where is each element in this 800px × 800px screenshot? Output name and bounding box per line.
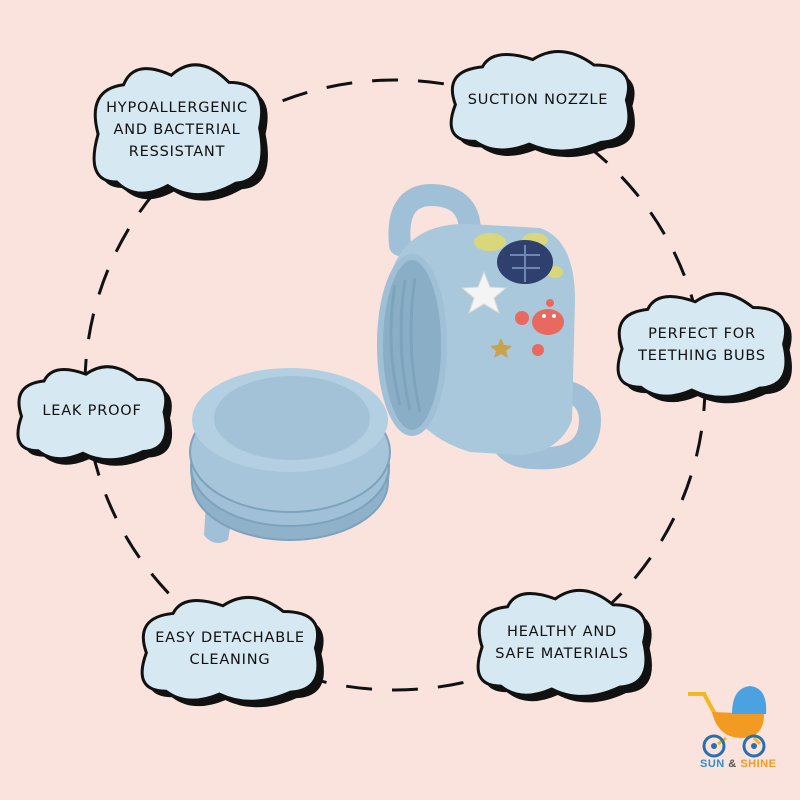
feature-leak-proof: LEAK PROOF — [42, 403, 142, 419]
feature-hypoallergenic: HYPOALLERGENIC AND BACTERIAL RESSISTANT — [106, 100, 248, 160]
cloud-suction-nozzle — [449, 50, 631, 153]
cloud-teething — [616, 291, 788, 399]
cloud-hypoallergenic — [92, 63, 264, 197]
feature-healthy: HEALTHY AND SAFE MATERIALS — [495, 624, 629, 662]
feature-detachable: EASY DETACHABLE CLEANING — [155, 630, 305, 668]
brand-name: SUN & SHINE — [700, 758, 777, 770]
cloud-leak-proof — [16, 365, 168, 462]
feature-suction-nozzle: SUCTION NOZZLE — [467, 92, 609, 108]
turtle-icon — [474, 233, 563, 284]
cup-body — [377, 183, 602, 470]
cloud-healthy — [476, 588, 648, 698]
cloud-detachable — [140, 595, 320, 703]
starfish-icon — [460, 270, 512, 358]
crab-icon — [515, 299, 564, 356]
feature-teething: PERFECT FOR TEETHING BUBS — [638, 326, 766, 364]
cup-lid — [189, 368, 391, 544]
feature-clouds — [16, 50, 792, 708]
stroller-icon — [688, 686, 767, 758]
